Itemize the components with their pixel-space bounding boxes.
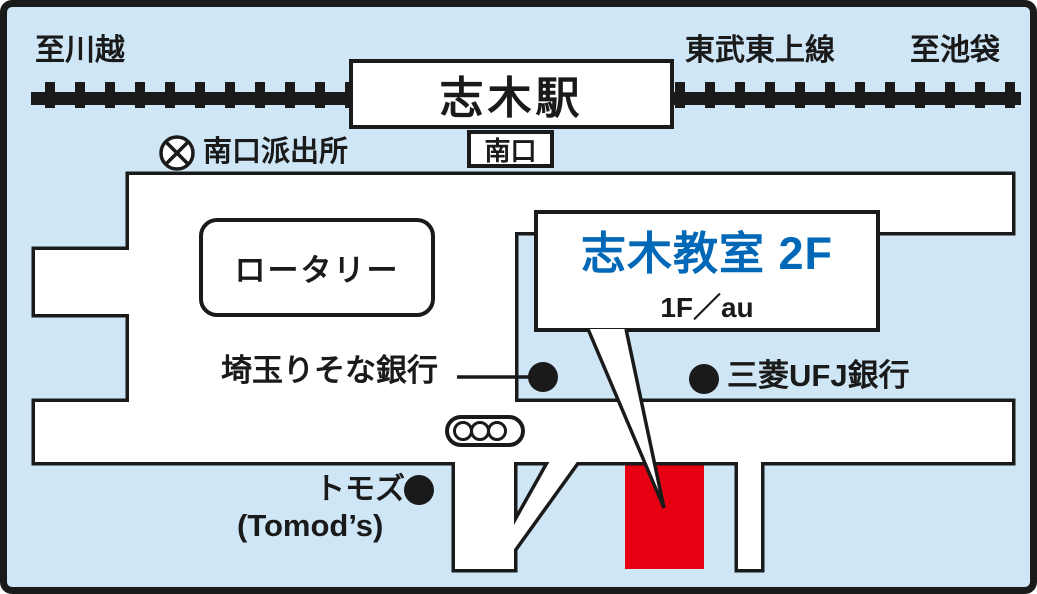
railway-track-left bbox=[31, 82, 349, 108]
rotary-box: ロータリー bbox=[199, 218, 435, 317]
tobu-tojo-line-label: 東武東上線 bbox=[685, 34, 835, 67]
station-box: 志木駅 bbox=[349, 59, 674, 129]
to-kawagoe-label: 至川越 bbox=[35, 34, 125, 67]
station-name: 志木駅 bbox=[439, 74, 584, 123]
police-box-icon bbox=[159, 135, 195, 171]
destination-subtitle: 1F／au bbox=[660, 291, 754, 323]
tomods-label: トモズ bbox=[315, 473, 405, 506]
railway-track-right bbox=[674, 82, 1021, 108]
to-ikebukuro-label: 至池袋 bbox=[910, 34, 1000, 67]
tomods-dot bbox=[404, 475, 434, 505]
ufj-bank-label: 三菱UFJ銀行 bbox=[727, 358, 910, 393]
resona-bank-label: 埼玉りそな銀行 bbox=[221, 353, 438, 388]
south-exit-box: 南口 bbox=[467, 130, 554, 168]
traffic-light-icon bbox=[445, 415, 525, 447]
ufj-bank-dot bbox=[689, 364, 719, 394]
destination-building-marker bbox=[625, 464, 704, 569]
police-box-label: 南口派出所 bbox=[203, 136, 349, 168]
south-exit-label: 南口 bbox=[484, 135, 537, 166]
rotary-label: ロータリー bbox=[234, 253, 400, 288]
resona-bank-dot bbox=[528, 362, 558, 392]
destination-callout: 志木教室 2F 1F／au bbox=[534, 210, 880, 332]
tomods-en-label: (Tomod’s) bbox=[237, 508, 384, 543]
destination-title: 志木教室 2F bbox=[580, 227, 834, 279]
